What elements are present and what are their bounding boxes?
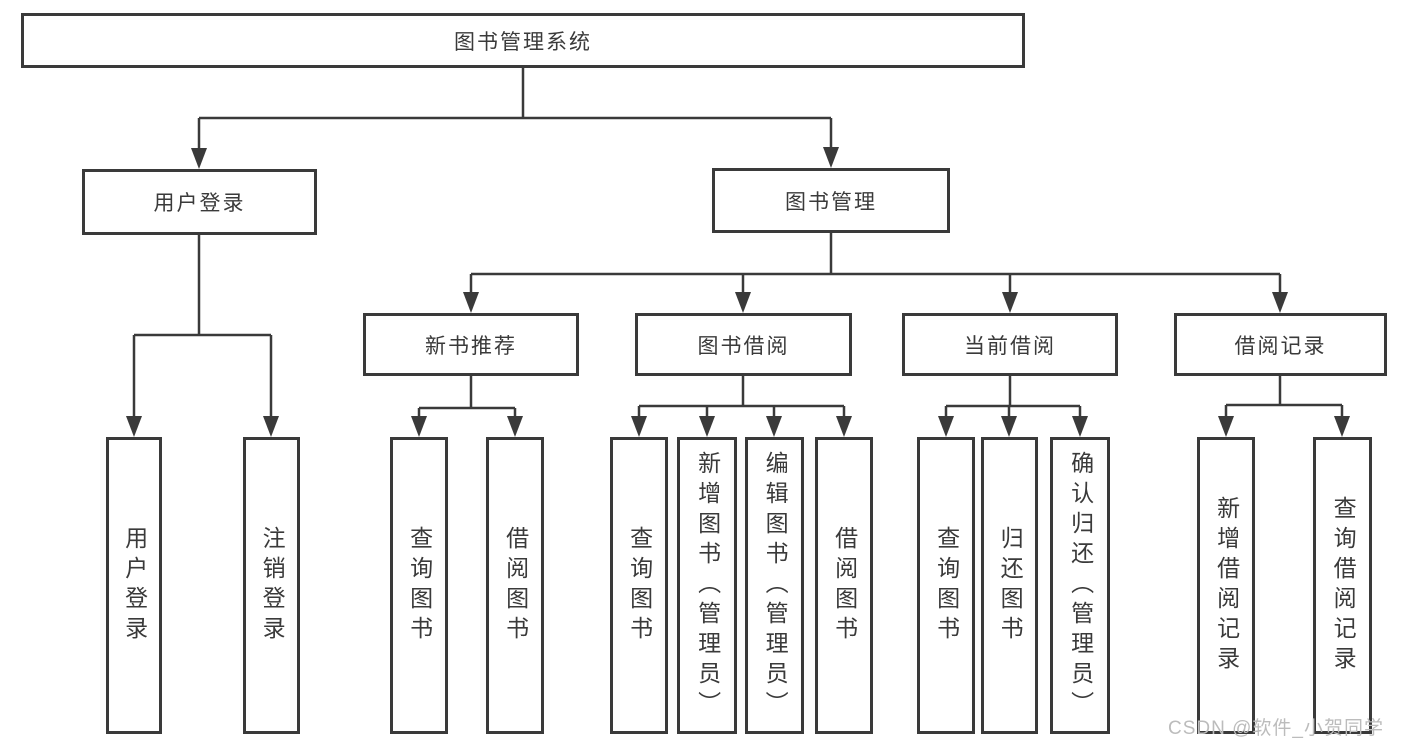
edges-user-login-to-leaves [126, 235, 279, 437]
leaf-edit-books-admin-label: 编辑图书（管理员） [762, 450, 789, 721]
node-new-book-recommend: 新书推荐 [363, 313, 579, 376]
edges-current-borrow-to-leaves [938, 376, 1088, 437]
edges-new-book-rec-to-leaves [411, 376, 523, 437]
edges-root-to-level2 [191, 68, 839, 169]
leaf-return-books-label: 归还图书 [997, 525, 1024, 646]
node-new-book-recommend-label: 新书推荐 [425, 334, 517, 358]
leaf-user-login-label: 用户登录 [121, 525, 148, 646]
node-borrowing-records: 借阅记录 [1174, 313, 1387, 376]
leaf-query-books-borrowing: 查询图书 [610, 437, 668, 734]
leaf-borrow-books-recommend: 借阅图书 [486, 437, 544, 734]
leaf-query-books-current: 查询图书 [917, 437, 975, 734]
leaf-add-books-admin: 新增图书（管理员） [677, 437, 737, 734]
leaf-edit-books-admin: 编辑图书（管理员） [745, 437, 804, 734]
leaf-query-books-current-label: 查询图书 [933, 525, 960, 646]
node-book-borrowing-label: 图书借阅 [697, 334, 790, 358]
leaf-borrow-books-recommend-label: 借阅图书 [502, 525, 529, 646]
node-user-login: 用户登录 [82, 169, 317, 235]
leaf-return-books: 归还图书 [981, 437, 1038, 734]
leaf-confirm-return-admin: 确认归还（管理员） [1050, 437, 1110, 734]
leaf-user-login: 用户登录 [106, 437, 162, 734]
leaf-query-borrow-record-label: 查询借阅记录 [1330, 495, 1357, 676]
edges-book-borrow-to-leaves [631, 376, 852, 437]
node-borrowing-records-label: 借阅记录 [1234, 334, 1327, 358]
node-current-borrowing: 当前借阅 [902, 313, 1118, 376]
leaf-query-books-recommend-label: 查询图书 [406, 525, 433, 646]
leaf-logout-label: 注销登录 [259, 525, 286, 646]
leaf-query-books-recommend: 查询图书 [390, 437, 448, 734]
node-current-borrowing-label: 当前借阅 [964, 334, 1056, 358]
csdn-watermark: CSDN @软件_小贺同学 [1168, 718, 1384, 739]
leaf-add-borrow-record-label: 新增借阅记录 [1213, 495, 1240, 676]
node-user-login-label: 用户登录 [153, 192, 246, 215]
node-root-system-label: 图书管理系统 [454, 30, 592, 54]
leaf-add-borrow-record: 新增借阅记录 [1197, 437, 1255, 734]
edges-borrow-records-to-leaves [1218, 376, 1350, 437]
leaf-borrow-books-borrowing-label: 借阅图书 [831, 525, 858, 646]
edges-book-mgmt-to-level3 [463, 233, 1288, 313]
leaf-confirm-return-admin-label: 确认归还（管理员） [1067, 450, 1094, 721]
leaf-add-books-admin-label: 新增图书（管理员） [694, 450, 721, 721]
node-book-management-label: 图书管理 [785, 190, 877, 214]
leaf-query-books-borrowing-label: 查询图书 [626, 525, 653, 646]
node-book-borrowing: 图书借阅 [635, 313, 852, 376]
node-root-system: 图书管理系统 [21, 13, 1025, 68]
leaf-logout: 注销登录 [243, 437, 300, 734]
leaf-query-borrow-record: 查询借阅记录 [1313, 437, 1372, 734]
leaf-borrow-books-borrowing: 借阅图书 [815, 437, 873, 734]
node-book-management: 图书管理 [712, 168, 950, 233]
